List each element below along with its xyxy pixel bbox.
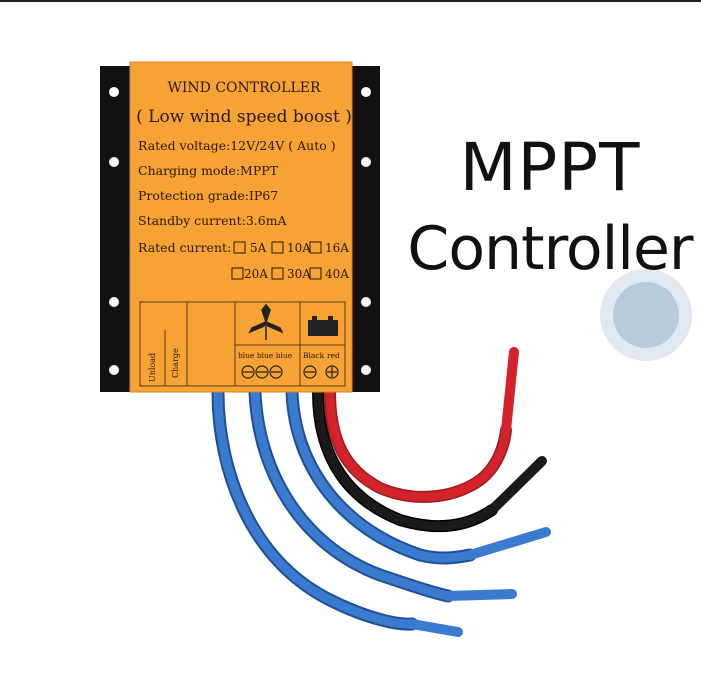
spec-line: Rated voltage:12V/24V ( Auto ): [138, 138, 336, 153]
label-title: WIND CONTROLLER: [168, 80, 321, 96]
spec-line: Standby current:3.6mA: [138, 213, 288, 228]
headline: MPPT Controller: [405, 129, 695, 284]
mount-hole-icon: [361, 87, 371, 97]
charge-label: Charge: [171, 348, 180, 378]
mount-hole-icon: [361, 297, 371, 307]
mount-hole-icon: [361, 365, 371, 375]
spec-line: Protection grade:IP67: [138, 188, 278, 203]
mount-hole-icon: [109, 365, 119, 375]
headline-line1: MPPT: [459, 129, 641, 206]
mount-hole-icon: [109, 297, 119, 307]
current-option: 40A: [325, 267, 349, 281]
current-option: 30A: [287, 267, 311, 281]
unload-label: Unload: [148, 353, 157, 382]
mount-hole-icon: [109, 157, 119, 167]
label-subtitle: ( Low wind speed boost ): [136, 107, 352, 127]
spec-line: Charging mode:MPPT: [138, 163, 279, 178]
terminal-panel: [139, 301, 346, 387]
decorative-circle-inner: [613, 282, 679, 348]
wires: [211, 347, 551, 637]
battery-red-label: red: [327, 351, 340, 360]
mount-hole-icon: [361, 157, 371, 167]
rated-current-label: Rated current:: [138, 240, 231, 255]
checkboxes: [231, 241, 322, 280]
current-option: 10A: [287, 241, 311, 255]
wind-turbine-icon: [248, 303, 284, 340]
terminal-symbols: [241, 365, 339, 379]
top-border: [0, 0, 701, 2]
current-option: 20A: [244, 267, 268, 281]
turbine-terminal-label: blue blue blue: [238, 351, 293, 360]
headline-line2: Controller: [407, 214, 693, 284]
battery-icon: [308, 316, 338, 336]
orange-label: [129, 61, 353, 393]
mount-hole-icon: [109, 87, 119, 97]
current-option: 5A: [250, 241, 267, 255]
battery-black-label: Black: [303, 351, 325, 360]
current-option: 16A: [325, 241, 349, 255]
